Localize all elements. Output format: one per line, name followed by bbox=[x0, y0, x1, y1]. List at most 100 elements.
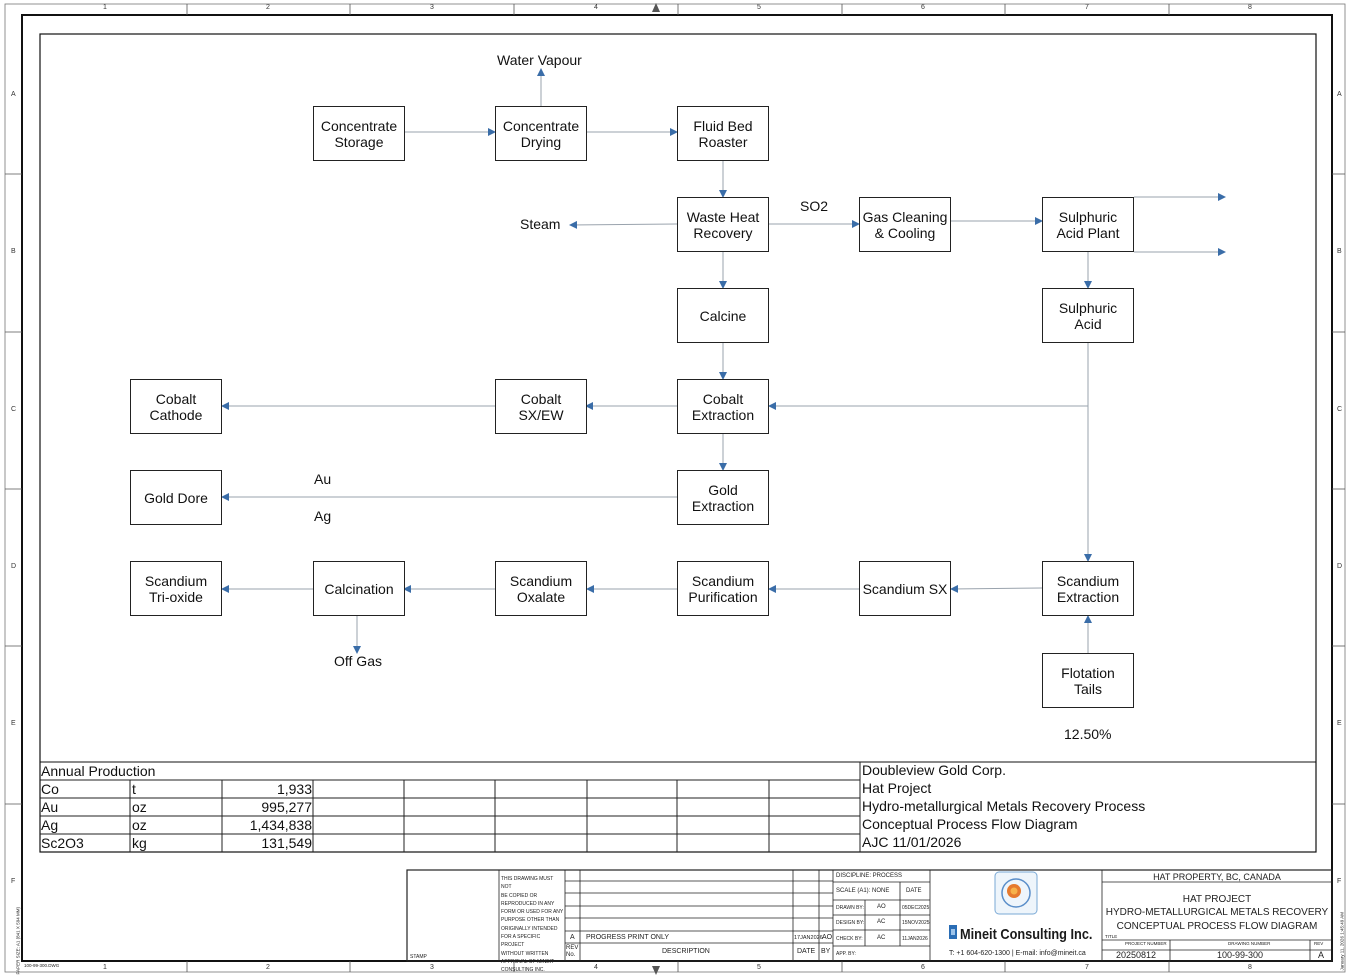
grid-row-b-right: B bbox=[1337, 248, 1342, 255]
center-mark-top bbox=[652, 3, 660, 12]
node-waste-heat-recovery: Waste Heat Recovery bbox=[677, 197, 769, 252]
node-sulphuric-acid-plant: Sulphuric Acid Plant bbox=[1042, 197, 1134, 252]
tb-design-label: DESIGN BY: bbox=[836, 920, 865, 926]
tb-title-line-2: HYDRO-METALLURGICAL METALS RECOVERY bbox=[1105, 907, 1329, 918]
grid-col-4-top: 4 bbox=[594, 4, 598, 11]
node-concentrate-storage: Concentrate Storage bbox=[313, 106, 405, 161]
tb-location: HAT PROPERTY, BC, CANADA bbox=[1153, 872, 1281, 882]
tb-rev-label: REV bbox=[1314, 941, 1324, 946]
tb-drawn-label: DRAWN BY: bbox=[836, 905, 864, 911]
node-scandium-purification: Scandium Purification bbox=[677, 561, 769, 616]
tb-title-label: TITLE bbox=[1105, 934, 1118, 939]
production-row-au-value: 995,277 bbox=[261, 799, 312, 815]
info-project: Hat Project bbox=[862, 780, 932, 796]
label-recovery-percent: 12.50% bbox=[1064, 726, 1112, 742]
label-ag: Ag bbox=[314, 508, 332, 524]
grid-col-6-top: 6 bbox=[921, 4, 925, 11]
tb-rev-date: 17JAN2026 bbox=[794, 935, 823, 941]
production-row-co-element: Co bbox=[41, 781, 59, 797]
tb-drawing-number: 100-99-300 bbox=[1216, 950, 1264, 960]
title-block-grid bbox=[406, 869, 1333, 962]
tb-stamp-label: STAMP bbox=[410, 954, 427, 960]
tb-date-label: DATE bbox=[906, 888, 922, 894]
mineit-logo bbox=[949, 925, 957, 939]
production-row-co-value: 1,933 bbox=[276, 781, 312, 797]
grid-col-4-bottom: 4 bbox=[594, 964, 598, 971]
node-calcine: Calcine bbox=[677, 288, 769, 343]
info-author-date: AJC 11/01/2026 bbox=[862, 834, 962, 850]
tb-project-number-label: PROJECT NUMBER bbox=[1125, 941, 1167, 946]
production-header: Annual Production bbox=[41, 763, 156, 779]
production-row-au-unit: oz bbox=[132, 799, 147, 815]
tb-drawn-date: 05DEC2025 bbox=[902, 905, 930, 911]
production-row-au-element: Au bbox=[41, 799, 59, 815]
flow-scext-to-scsx bbox=[950, 584, 1043, 593]
tb-paper-size: PAPER SIZE: A1 (841 X 594 MM) bbox=[15, 907, 21, 975]
center-mark-bottom bbox=[652, 966, 660, 975]
info-process: Hydro-metallurgical Metals Recovery Proc… bbox=[862, 798, 1146, 814]
grid-ticks bbox=[5, 4, 1345, 972]
info-diagram: Conceptual Process Flow Diagram bbox=[862, 816, 1078, 832]
grid-col-8-bottom: 8 bbox=[1248, 964, 1252, 971]
tb-contact: T: +1 604-620-1300 | E-mail: info@mineit… bbox=[949, 950, 1086, 957]
grid-row-b-left: B bbox=[11, 248, 16, 255]
sheet-outer-border bbox=[4, 3, 1346, 973]
tb-consultant: Mineit Consulting Inc. bbox=[960, 926, 1093, 943]
production-row-ag-element: Ag bbox=[41, 817, 59, 833]
label-so2: SO2 bbox=[800, 198, 829, 214]
production-row-ag-unit: oz bbox=[132, 817, 147, 833]
node-scandium-oxalate: Scandium Oxalate bbox=[495, 561, 587, 616]
tb-approval-label: APP. BY: bbox=[836, 951, 856, 957]
grid-col-2-top: 2 bbox=[266, 4, 270, 11]
tb-rev-by: AO bbox=[822, 934, 833, 941]
node-cobalt-cathode: Cobalt Cathode bbox=[130, 379, 222, 434]
label-steam: Steam bbox=[520, 216, 561, 232]
tb-drawn-by: AO bbox=[877, 904, 886, 910]
production-row-co-unit: t bbox=[132, 781, 136, 797]
grid-col-2-bottom: 2 bbox=[266, 964, 270, 971]
flow-whr-to-steam bbox=[569, 220, 678, 229]
node-gold-extraction: Gold Extraction bbox=[677, 470, 769, 525]
grid-row-a-left: A bbox=[11, 91, 16, 98]
node-sulphuric-acid: Sulphuric Acid bbox=[1042, 288, 1134, 343]
tb-rev-value: A bbox=[570, 934, 575, 941]
production-row-ag-value: 1,434,838 bbox=[249, 817, 312, 833]
tb-title-line-3: CONCEPTUAL PROCESS FLOW DIAGRAM bbox=[1116, 921, 1318, 932]
production-row-sc-unit: kg bbox=[132, 835, 147, 851]
tb-scale: SCALE (A1): NONE bbox=[836, 888, 890, 894]
grid-col-5-top: 5 bbox=[757, 4, 761, 11]
tb-print-date: January 11, 2026 1:45:49 AM bbox=[1339, 912, 1345, 971]
node-concentrate-drying: Concentrate Drying bbox=[495, 106, 587, 161]
label-off-gas: Off Gas bbox=[334, 653, 382, 669]
tb-discipline: DISCIPLINE: PROCESS bbox=[836, 873, 903, 879]
tb-design-by: AC bbox=[877, 919, 886, 925]
grid-row-e-right: E bbox=[1337, 720, 1342, 727]
grid-row-c-left: C bbox=[11, 406, 17, 413]
tb-check-by: AC bbox=[877, 935, 886, 941]
grid-row-e-left: E bbox=[11, 720, 16, 727]
grid-row-d-right: D bbox=[1337, 563, 1343, 570]
grid-col-5-bottom: 5 bbox=[757, 964, 761, 971]
tb-check-label: CHECK BY: bbox=[836, 936, 863, 942]
tb-description-header: DESCRIPTION bbox=[662, 948, 710, 955]
grid-col-7-top: 7 bbox=[1085, 4, 1089, 11]
production-row-sc-value: 131,549 bbox=[261, 835, 312, 851]
grid-row-a-right: A bbox=[1337, 91, 1342, 98]
tb-design-date: 15NOV2025 bbox=[902, 920, 930, 926]
grid-col-8-top: 8 bbox=[1248, 4, 1252, 11]
tb-project-number: 20250812 bbox=[1115, 950, 1157, 960]
label-au: Au bbox=[314, 471, 332, 487]
drawing-area bbox=[39, 33, 1317, 853]
tb-check-date: 11JAN2026 bbox=[902, 936, 928, 942]
node-cobalt-sxew: Cobalt SX/EW bbox=[495, 379, 587, 434]
node-gold-dore: Gold Dore bbox=[130, 470, 222, 525]
label-water-vapour: Water Vapour bbox=[497, 52, 582, 68]
grid-col-3-top: 3 bbox=[430, 4, 434, 11]
node-calcination: Calcination bbox=[313, 561, 405, 616]
tb-drawing-number-label: DRAWING NUMBER bbox=[1228, 941, 1271, 946]
tb-rev-letter: A bbox=[1317, 950, 1324, 960]
flow-lines bbox=[221, 68, 1226, 654]
tb-disclaimer: THIS DRAWING MUST NOT BE COPIED OR REPRO… bbox=[501, 876, 564, 974]
grid-row-d-left: D bbox=[11, 563, 17, 570]
